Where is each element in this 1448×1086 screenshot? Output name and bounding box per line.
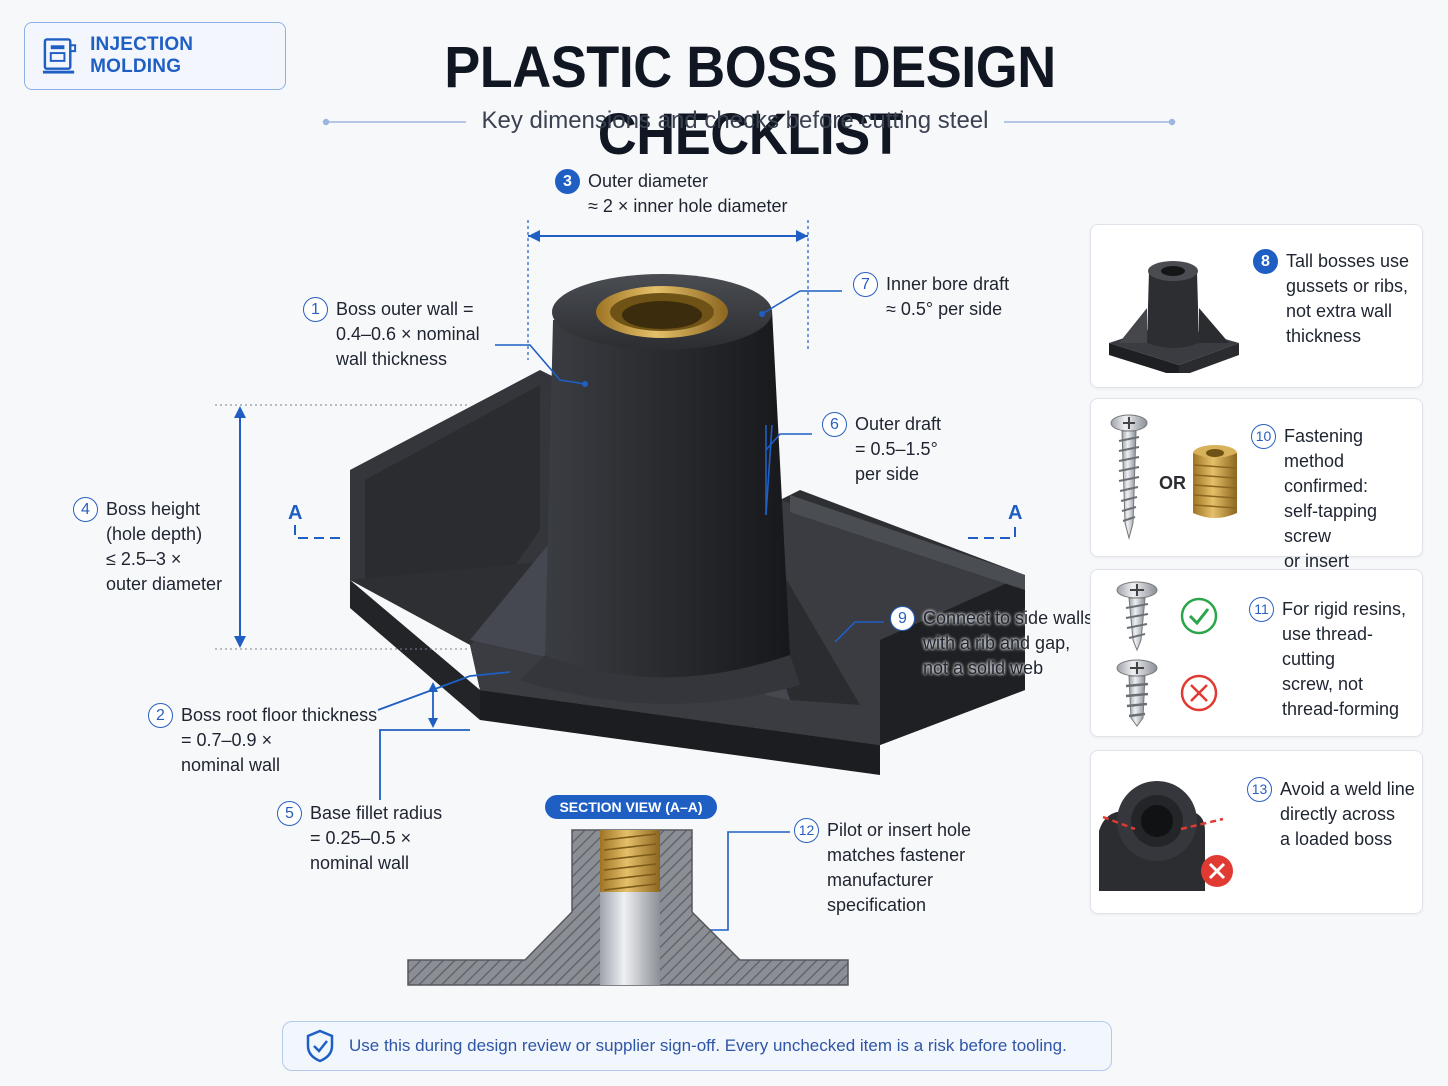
callout-base-fillet: 5 Base fillet radius= 0.25–0.5 ×nominal … bbox=[277, 801, 442, 876]
category-badge: INJECTION MOLDING bbox=[24, 22, 286, 90]
weld-line-boss-icon bbox=[1099, 781, 1233, 891]
molding-machine-icon bbox=[42, 38, 77, 74]
callout-root-floor: 2 Boss root floor thickness= 0.7–0.9 ×no… bbox=[148, 703, 377, 778]
page-title: PLASTIC BOSS DESIGN CHECKLIST bbox=[444, 35, 1056, 167]
thread-cutting-screw-icon bbox=[1116, 581, 1158, 727]
callout-inner-bore-draft: 7 Inner bore draft≈ 0.5° per side bbox=[853, 272, 1009, 322]
step-badge: 6 bbox=[822, 412, 847, 437]
section-marker-left: A bbox=[288, 502, 303, 524]
step-badge: 10 bbox=[1251, 424, 1276, 449]
step-badge: 3 bbox=[555, 169, 580, 194]
check-circle-icon bbox=[1180, 597, 1218, 635]
step-badge: 7 bbox=[853, 272, 878, 297]
boss-height-dimension bbox=[215, 404, 470, 650]
callout-outer-diameter: 3 Outer diameter≈ 2 × inner hole diamete… bbox=[555, 169, 788, 219]
step-badge: 5 bbox=[277, 801, 302, 826]
root-floor-dimension bbox=[377, 671, 511, 800]
step-badge: 2 bbox=[148, 703, 173, 728]
step-badge: 9 bbox=[890, 606, 915, 631]
footer-note: Use this during design review or supplie… bbox=[282, 1021, 1112, 1071]
step-badge: 13 bbox=[1247, 777, 1272, 802]
gusseted-boss-icon bbox=[1109, 261, 1239, 373]
step-badge: 8 bbox=[1253, 249, 1278, 274]
callout-outer-draft: 6 Outer draft= 0.5–1.5°per side bbox=[822, 412, 941, 487]
boss-part bbox=[350, 274, 1025, 775]
section-markers bbox=[294, 525, 1016, 539]
step-badge: 11 bbox=[1249, 597, 1274, 622]
threaded-insert-icon bbox=[1193, 445, 1237, 518]
page-subtitle: Key dimensions and checks before cutting… bbox=[481, 107, 989, 134]
or-label: OR bbox=[1159, 473, 1186, 493]
subtitle-divider bbox=[322, 118, 1176, 126]
outer-diameter-dimension bbox=[527, 220, 809, 360]
screw-icon bbox=[1110, 414, 1148, 540]
callout-boss-height: 4 Boss height(hole depth)≤ 2.5–3 ×outer … bbox=[73, 497, 222, 597]
footer-text: Use this during design review or supplie… bbox=[349, 1036, 1067, 1055]
shield-check-icon bbox=[306, 1029, 334, 1063]
step-badge: 1 bbox=[303, 297, 328, 322]
x-circle-icon bbox=[1180, 674, 1218, 712]
category-badge-label: INJECTION MOLDING bbox=[90, 34, 194, 77]
step-badge: 12 bbox=[794, 818, 819, 843]
section-view bbox=[407, 829, 849, 986]
step-badge: 4 bbox=[73, 497, 98, 522]
section-view-label: SECTION VIEW (A–A) bbox=[545, 795, 717, 819]
section-marker-right: A bbox=[1008, 502, 1023, 524]
